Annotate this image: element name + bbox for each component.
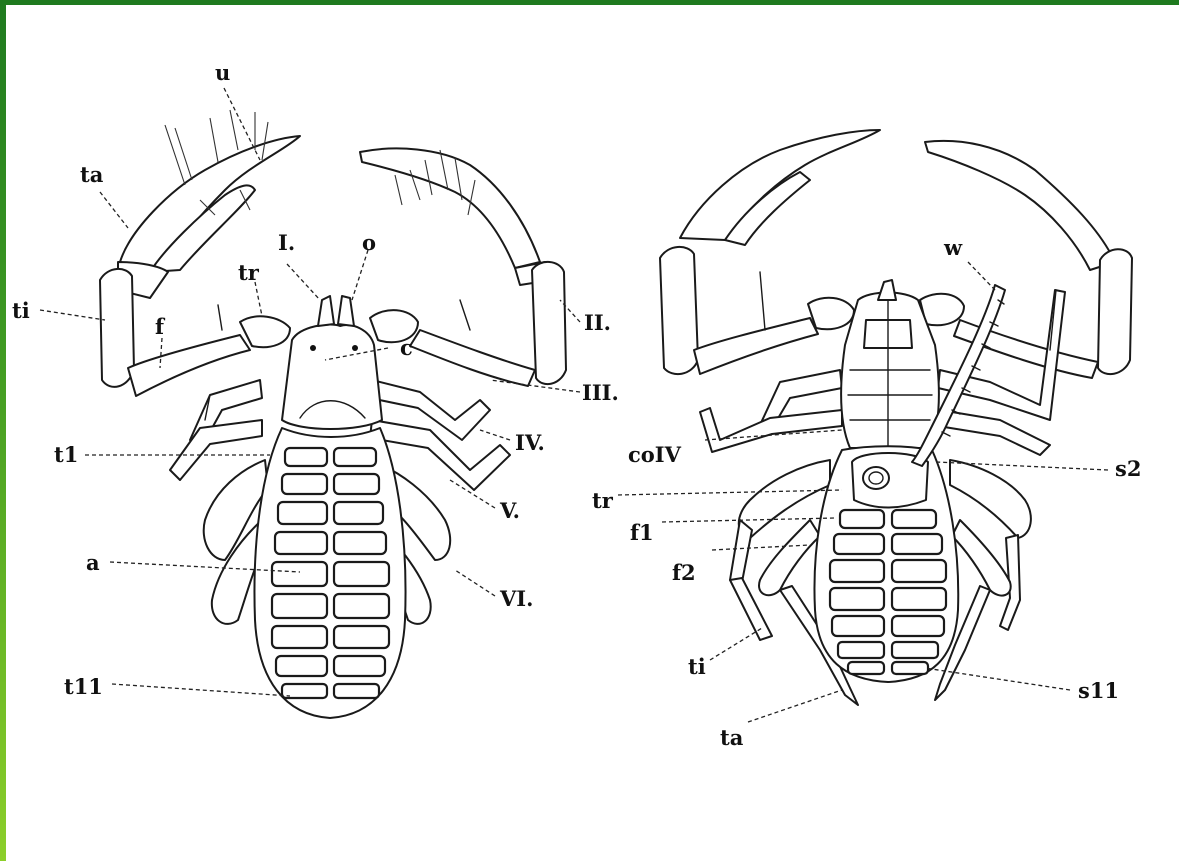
label-o: o (362, 230, 376, 255)
dorsal-right-pedipalp (360, 148, 566, 386)
label-c: c (400, 335, 413, 360)
label-coIV: coIV (628, 442, 682, 467)
label-ta-dorsal: ta (80, 162, 104, 187)
label-s11: s11 (1078, 678, 1119, 703)
label-ti-dorsal: ti (12, 298, 30, 323)
label-s2: s2 (1115, 456, 1141, 481)
label-V: V. (499, 498, 520, 523)
ventral-view: w coIV s2 tr f1 f2 ti s11 ta (592, 130, 1141, 750)
label-IV: IV. (515, 430, 545, 455)
label-t11: t11 (64, 674, 103, 699)
label-VI: VI. (499, 586, 533, 611)
dorsal-left-eye (310, 345, 316, 351)
label-u: u (215, 60, 230, 85)
dorsal-view: u ta ti f tr I. o c II. III. IV. V. VI. … (12, 60, 619, 718)
label-a: a (86, 550, 100, 575)
label-tr-ventral: tr (592, 488, 614, 513)
label-I: I. (278, 230, 295, 255)
label-ti-ventral: ti (688, 654, 706, 679)
label-f: f (155, 314, 166, 339)
label-w: w (943, 235, 963, 260)
label-III: III. (582, 380, 619, 405)
dorsal-carapace (282, 325, 382, 429)
label-ta-ventral: ta (720, 725, 744, 750)
label-t1: t1 (54, 442, 78, 467)
label-f1: f1 (630, 520, 654, 545)
label-tr-dorsal: tr (238, 260, 260, 285)
dorsal-left-pedipalp (100, 110, 300, 396)
label-II: II. (584, 310, 611, 335)
dorsal-right-eye (352, 345, 358, 351)
label-f2: f2 (672, 560, 696, 585)
